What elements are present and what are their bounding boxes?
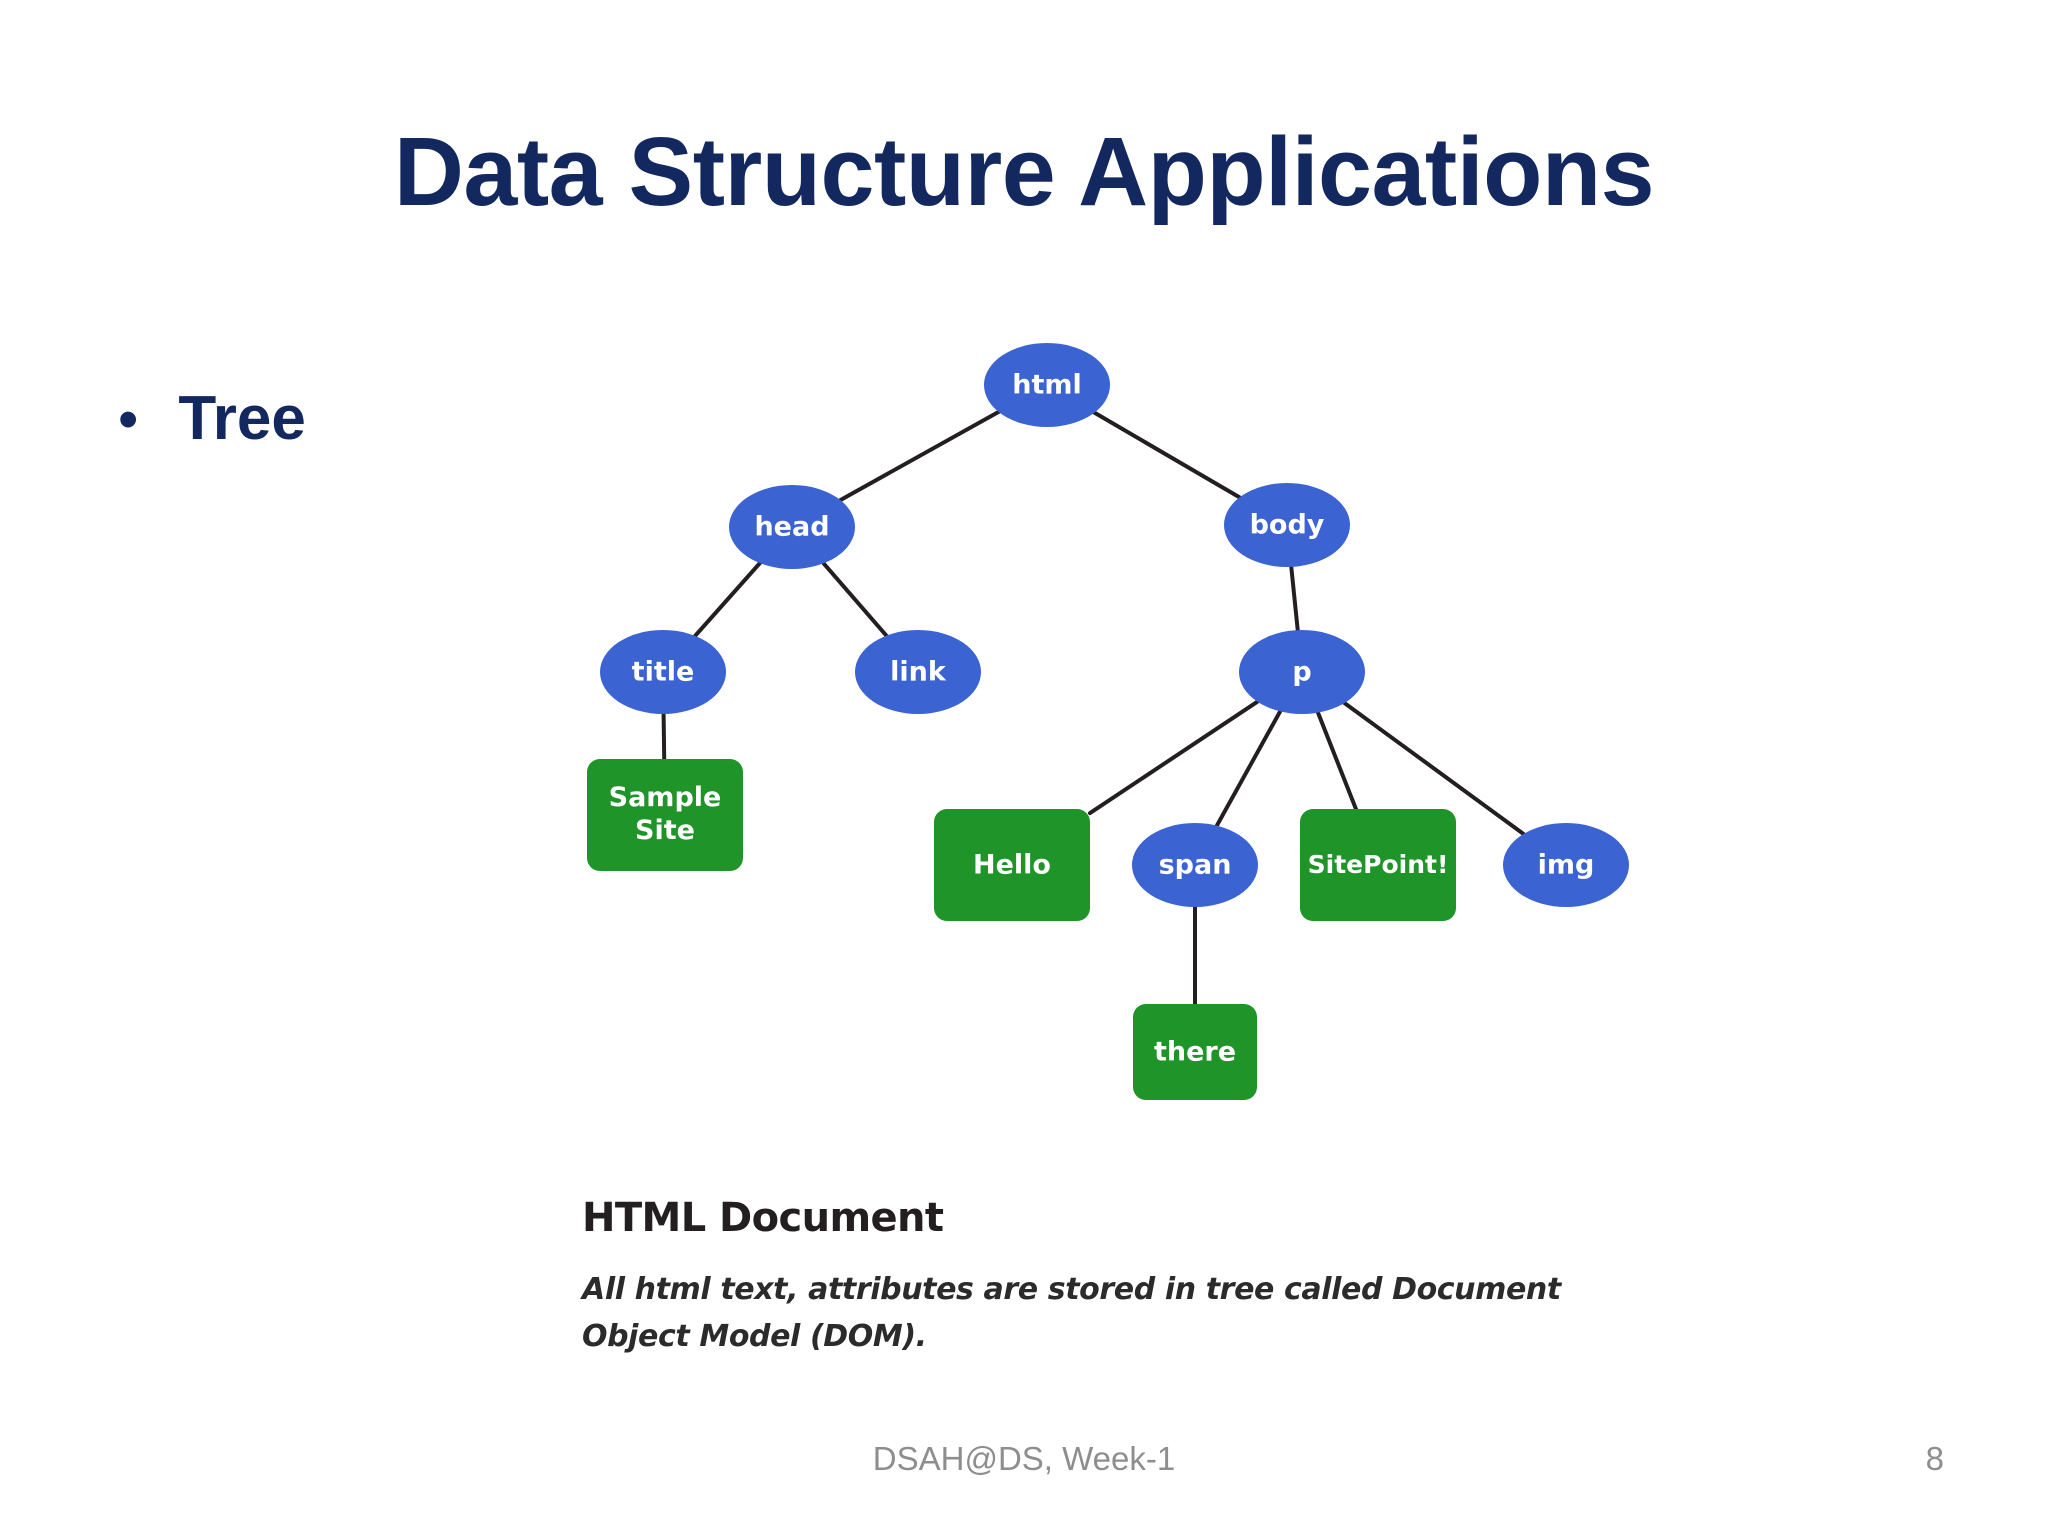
tree-node-link: link <box>855 630 981 714</box>
tree-node-body: body <box>1224 483 1350 567</box>
tree-edge <box>1342 701 1526 836</box>
tree-node-label: there <box>1154 1037 1236 1068</box>
tree-node-shape <box>1300 809 1456 921</box>
tree-node-label: SitePoint! <box>1308 850 1449 879</box>
figure-caption: HTML Document All html text, attributes … <box>582 1195 1732 1360</box>
tree-node-img: img <box>1503 823 1629 907</box>
tree-node-label: Hello <box>973 850 1051 881</box>
tree-edge <box>838 409 1001 503</box>
list-item: • Tree <box>118 388 678 450</box>
page-number: 8 <box>1925 1440 1944 1477</box>
tree-node-shape <box>600 630 726 714</box>
tree-node-label: img <box>1538 850 1595 881</box>
tree-node-label: span <box>1159 850 1232 881</box>
tree-edge <box>1092 410 1242 500</box>
tree-node-html: html <box>984 343 1110 427</box>
caption-heading: HTML Document <box>582 1195 944 1241</box>
tree-node-label: link <box>890 657 947 688</box>
tree-node-sitepoint: SitePoint! <box>1300 809 1456 921</box>
tree-node-shape <box>1503 823 1629 907</box>
tree-edge <box>693 561 762 638</box>
page-title: Data Structure Applications <box>393 117 1655 226</box>
bullet-point-icon: • <box>118 387 139 452</box>
tree-node-label: head <box>754 512 829 543</box>
tree-node-hello: Hello <box>934 809 1090 921</box>
tree-node-label: html <box>1012 370 1082 401</box>
tree-node-label: title <box>632 657 695 688</box>
tree-edge <box>1088 699 1260 816</box>
tree-node-shape <box>1132 823 1258 907</box>
tree-node-label: body <box>1250 510 1325 541</box>
tree-node-label: Site <box>635 815 695 846</box>
bullet-item-label: Tree <box>178 384 306 453</box>
tree-edge <box>1289 564 1300 633</box>
tree-node-shape <box>1133 1004 1257 1100</box>
caption-body: All html text, attributes are stored in … <box>582 1272 1561 1354</box>
tree-node-shape <box>984 343 1110 427</box>
tree-node-shape <box>1239 630 1365 714</box>
tree-node-span: span <box>1132 823 1258 907</box>
tree-edge <box>1214 709 1283 828</box>
tree-node-title: title <box>600 630 726 714</box>
tree-node-shape <box>587 759 743 871</box>
tree-node-shape <box>855 630 981 714</box>
tree-node-shape <box>1224 483 1350 567</box>
tree-edge <box>1315 710 1358 811</box>
tree-node-head: head <box>729 485 855 569</box>
tree-node-shape <box>729 485 855 569</box>
tree-edge <box>661 711 667 761</box>
tree-edge <box>821 561 889 638</box>
bullet-list: • Tree <box>118 388 678 450</box>
tree-node-label: p <box>1292 657 1311 688</box>
tree-node-there: there <box>1133 1004 1257 1100</box>
footer-text: DSAH@DS, Week-1 <box>872 1440 1176 1477</box>
tree-edge-layer <box>661 409 1526 1006</box>
tree-node-shape <box>934 809 1090 921</box>
tree-node-label: Sample <box>609 782 722 813</box>
tree-node-p: p <box>1239 630 1365 714</box>
